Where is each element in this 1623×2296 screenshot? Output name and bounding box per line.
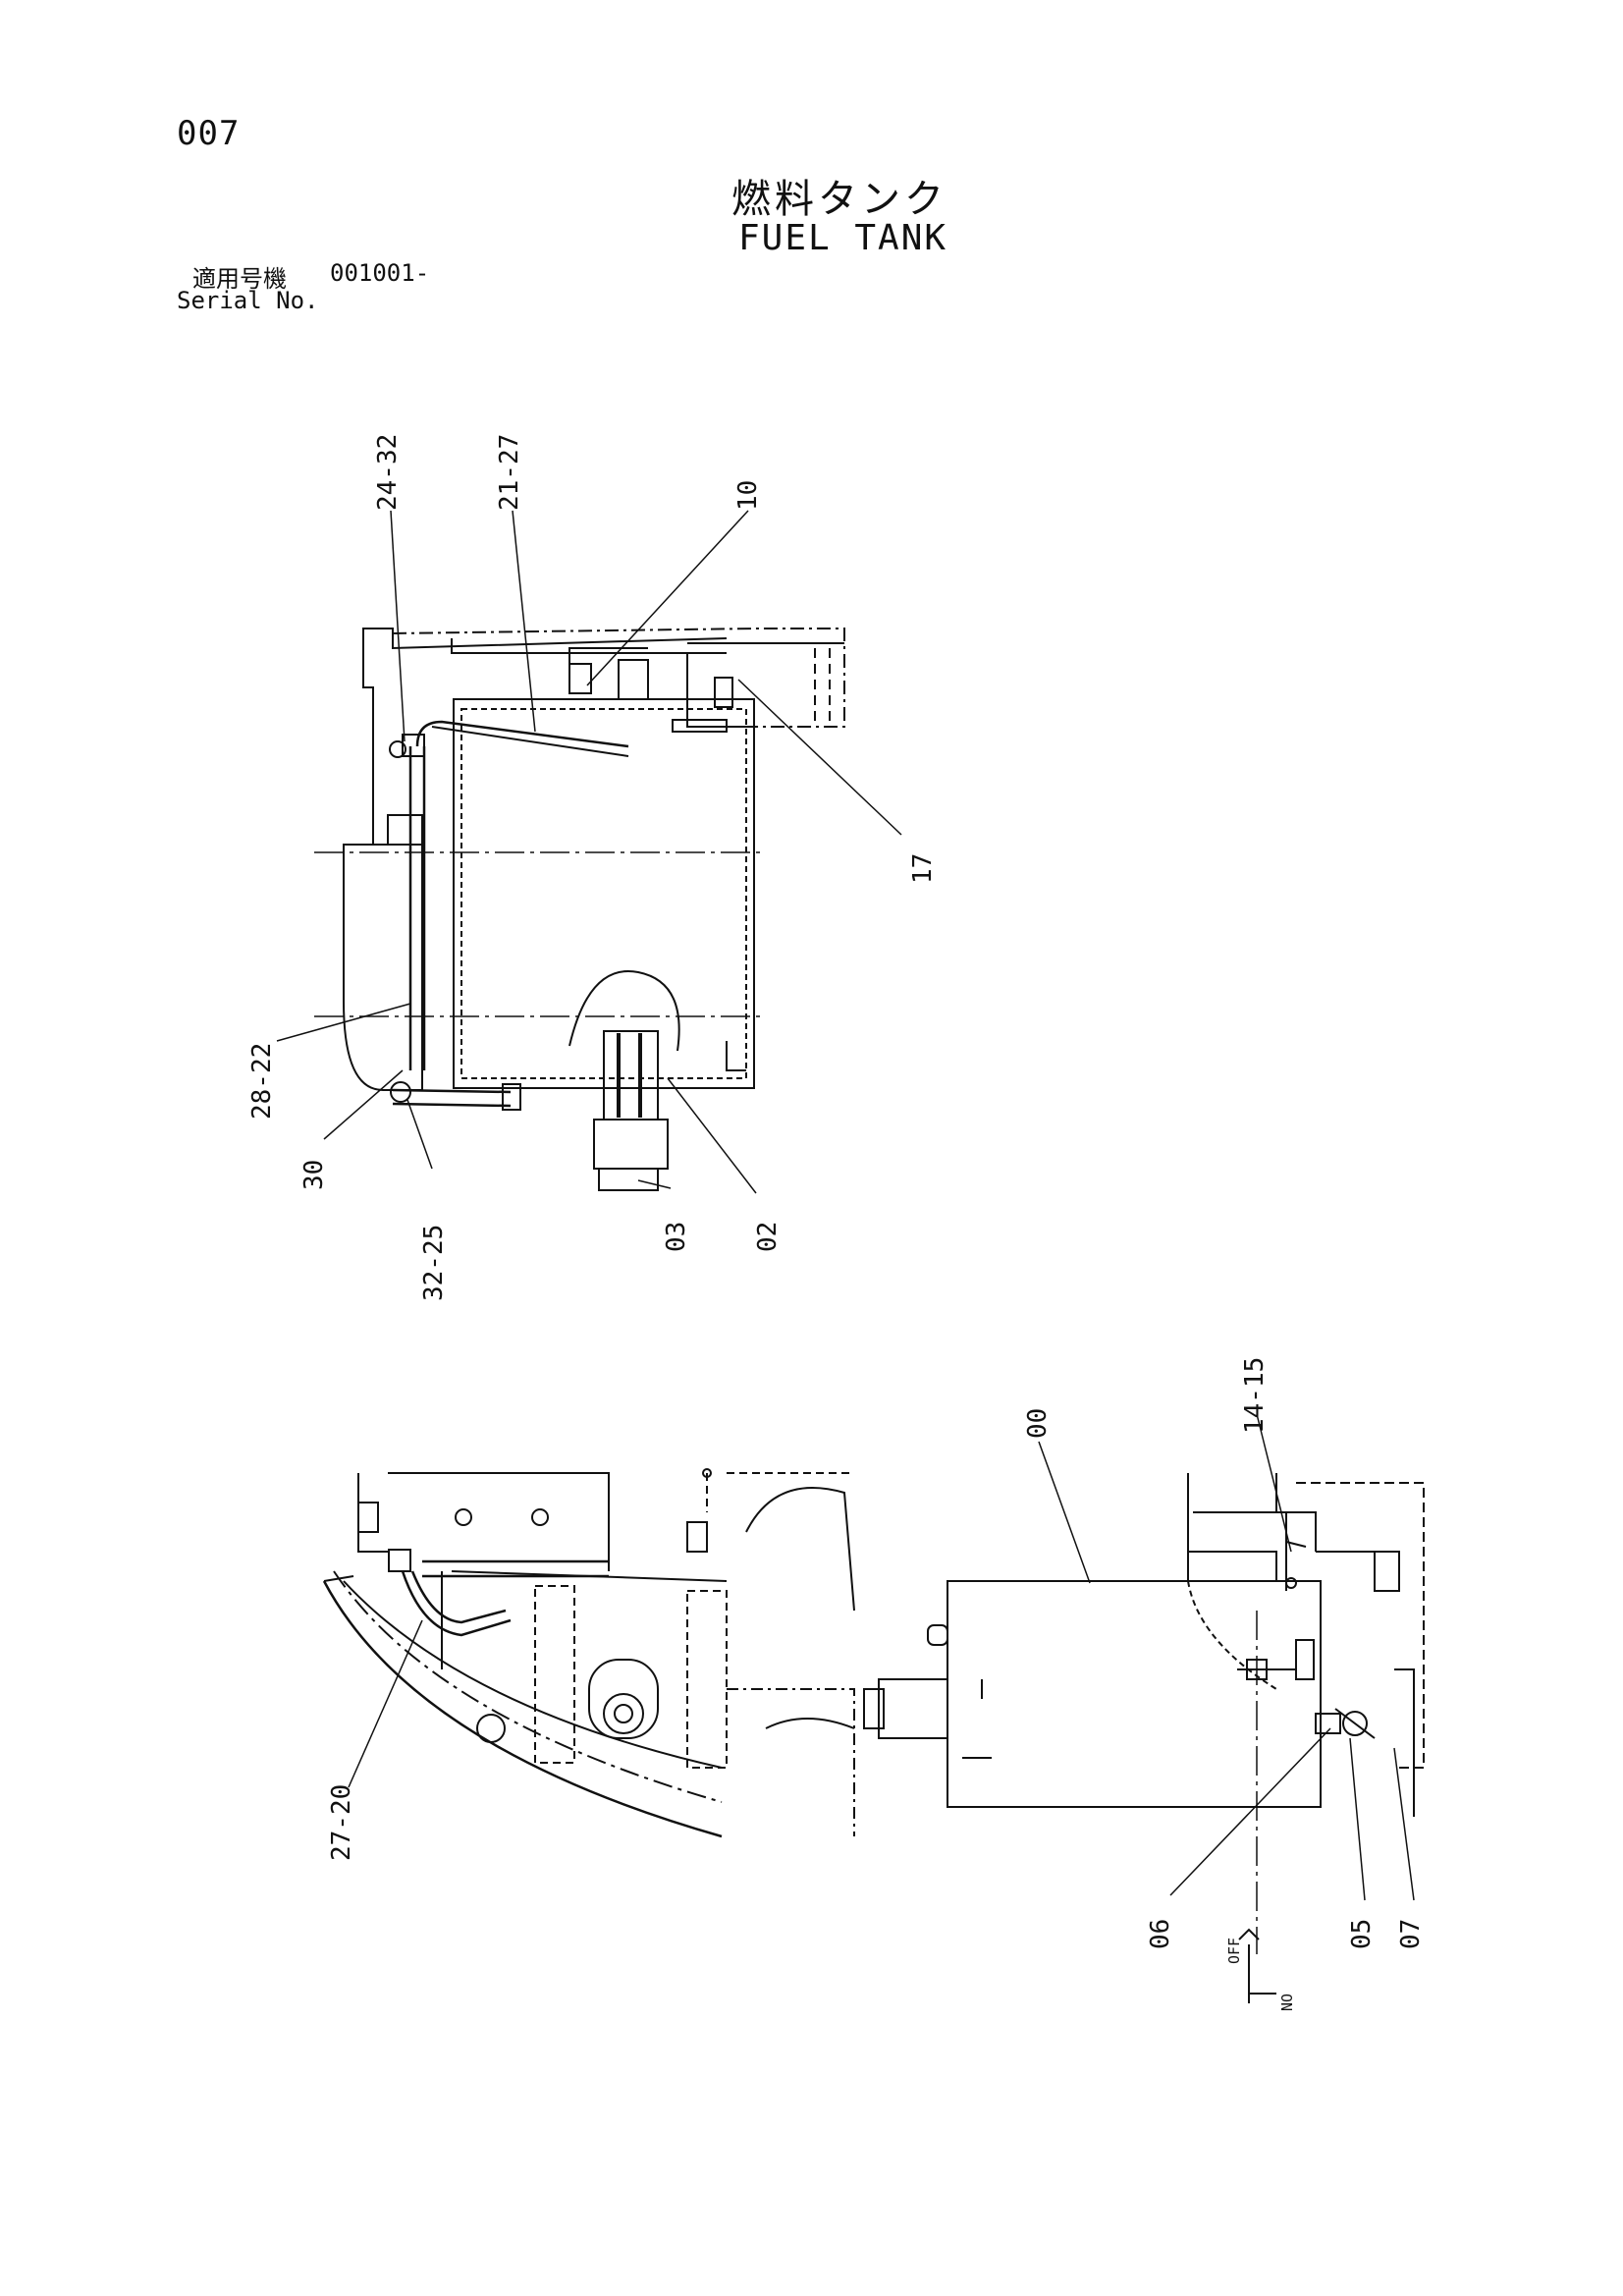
callout-17: 17 [908, 853, 938, 884]
callout-14-15: 14-15 [1240, 1357, 1270, 1434]
callouts: 24-32 21-27 10 17 28-22 30 32-25 03 02 2… [247, 434, 1426, 2011]
callout-05: 05 [1347, 1919, 1377, 1949]
bottom-right-view [863, 1473, 1425, 2003]
leader-lines [276, 510, 1415, 1901]
bottom-left-view [322, 1468, 855, 1838]
page-number: 007 [177, 114, 241, 153]
top-view [314, 628, 845, 1191]
valve-on-label: ON [1277, 1994, 1295, 2011]
serial-label-ja: 適用号機 [192, 265, 287, 293]
callout-07: 07 [1396, 1919, 1426, 1949]
valve-off-label: OFF [1225, 1938, 1243, 1964]
callout-28-22: 28-22 [247, 1043, 277, 1120]
callout-30: 30 [299, 1160, 329, 1190]
callout-21-27: 21-27 [495, 434, 524, 511]
serial-value: 001001- [330, 259, 430, 287]
callout-03: 03 [662, 1222, 691, 1252]
serial-label-en: Serial No. [177, 287, 319, 314]
callout-24-32: 24-32 [373, 434, 403, 511]
callout-32-25: 32-25 [419, 1225, 449, 1301]
title-japanese: 燃料タンク [731, 177, 947, 222]
title-english: FUEL TANK [738, 218, 948, 258]
callout-02: 02 [753, 1222, 783, 1252]
callout-27-20: 27-20 [327, 1784, 356, 1861]
callout-10: 10 [733, 480, 763, 511]
callout-06: 06 [1146, 1919, 1175, 1949]
callout-00: 00 [1023, 1408, 1053, 1439]
